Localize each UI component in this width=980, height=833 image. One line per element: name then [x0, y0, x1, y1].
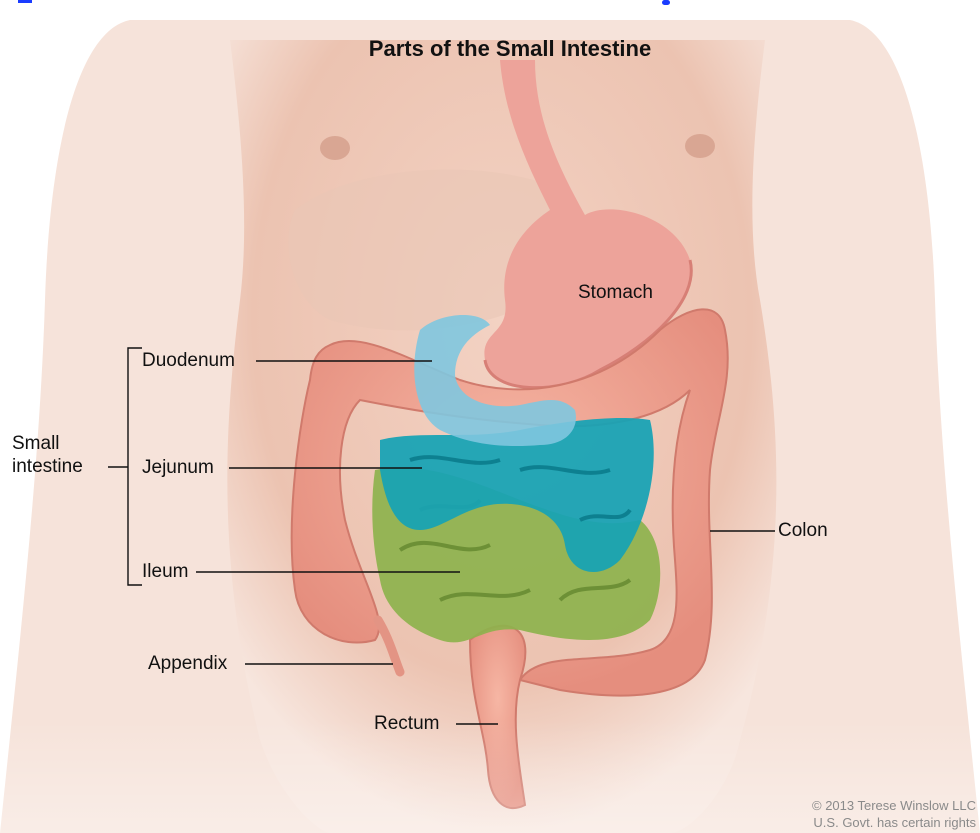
label-rectum: Rectum — [374, 714, 439, 734]
label-appendix: Appendix — [148, 654, 227, 674]
right-nipple — [685, 134, 715, 158]
label-duodenum: Duodenum — [142, 351, 235, 371]
label-small-intestine-line2: intestine — [12, 457, 83, 477]
diagram-title: Parts of the Small Intestine — [0, 36, 980, 62]
copyright-line2: U.S. Govt. has certain rights — [813, 815, 976, 830]
label-colon: Colon — [778, 521, 828, 541]
copyright-line1: © 2013 Terese Winslow LLC — [812, 798, 976, 813]
label-stomach: Stomach — [578, 283, 653, 303]
label-jejunum: Jejunum — [142, 458, 214, 478]
left-nipple — [320, 136, 350, 160]
label-ileum: Ileum — [142, 562, 188, 582]
label-small-intestine-line1: Small — [12, 434, 60, 454]
